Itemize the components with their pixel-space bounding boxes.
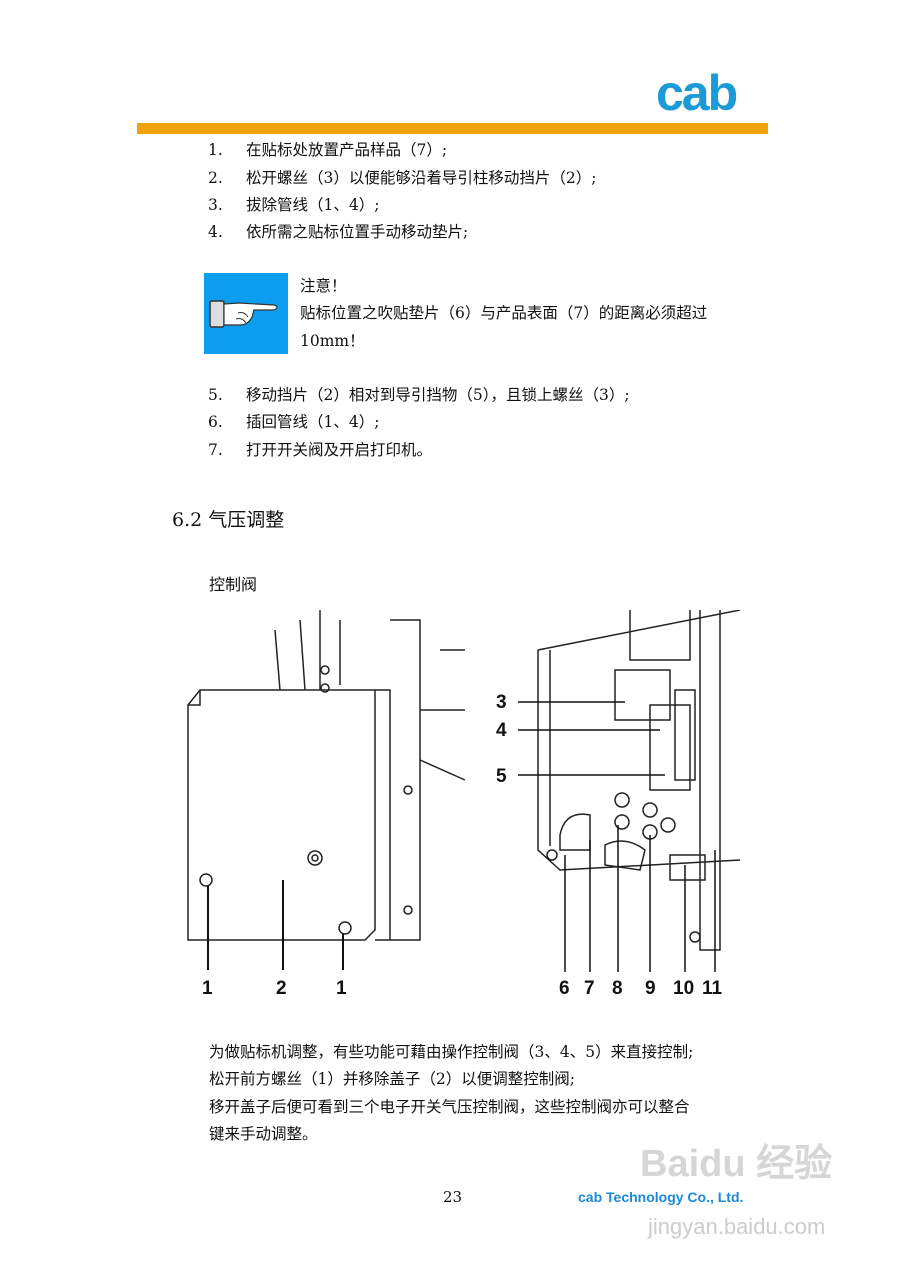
step-text: 移动挡片（2）相对到导引挡物（5），且锁上螺丝（3）; [246,386,630,404]
valve-figure: 3 4 5 6 7 8 9 10 11 [496,610,741,999]
section-heading: 6.2 气压调整 [172,509,285,531]
figure-label: 9 [645,978,656,999]
step-number: 6. [208,413,223,431]
figure-label: 1 [336,978,347,999]
figure-callout: 3 [496,692,507,713]
body-paragraph-line: 为做贴标机调整，有些功能可藉由操作控制阀（3、4、5）来直接控制; [209,1043,694,1061]
figure-label: 10 [673,978,694,999]
figure-label: 8 [612,978,623,999]
cover-figure: 1 2 1 [187,610,466,999]
figure-label: 7 [584,978,595,999]
pointing-hand-icon [204,273,288,354]
step-item: 3. 拔除管线（1、4）; [208,195,379,215]
footer-company: cab Technology Co., Ltd. [578,1189,744,1205]
figure-label: 2 [276,978,287,999]
step-number: 1. [208,141,223,159]
step-item: 5. 移动挡片（2）相对到导引挡物（5），且锁上螺丝（3）; [208,385,630,405]
page-number: 23 [443,1188,463,1206]
step-item: 6. 插回管线（1、4）; [208,412,379,432]
step-number: 5. [208,386,223,404]
step-text: 依所需之贴标位置手动移动垫片; [246,223,469,241]
step-text: 松开螺丝（3）以便能够沿着导引柱移动挡片（2）; [246,169,597,187]
body-paragraph-line: 松开前方螺丝（1）并移除盖子（2）以便调整控制阀; [209,1070,575,1088]
figure-label: 1 [202,978,213,999]
step-number: 7. [208,441,223,459]
step-item: 1. 在贴标处放置产品样品（7）; [208,140,447,160]
header-divider [137,123,768,134]
watermark-url: jingyan.baidu.com [648,1214,826,1239]
step-text: 插回管线（1、4）; [246,413,380,431]
cab-logo: cab [656,65,738,121]
step-item: 7. 打开开关阀及开启打印机。 [208,440,432,460]
figure-label: 6 [559,978,570,999]
subsection-heading: 控制阀 [209,575,258,594]
step-number: 4. [208,223,223,241]
figure-callout: 4 [496,720,507,741]
step-item: 4. 依所需之贴标位置手动移动垫片; [208,222,468,242]
figure-label: 11 [702,978,723,999]
step-text: 在贴标处放置产品样品（7）; [246,141,448,159]
note-text: 贴标位置之吹贴垫片（6）与产品表面（7）的距离必须超过 [300,304,708,322]
note-title: 注意！ [300,277,347,295]
step-text: 拔除管线（1、4）; [246,196,380,214]
watermark: Baidu 经验 [640,1143,833,1185]
step-number: 2. [208,169,223,187]
step-number: 3. [208,196,223,214]
step-text: 打开开关阀及开启打印机。 [246,441,433,459]
body-paragraph-line: 移开盖子后便可看到三个电子开关气压控制阀，这些控制阀亦可以整合 [209,1098,690,1116]
step-item: 2. 松开螺丝（3）以便能够沿着导引柱移动挡片（2）; [208,168,596,188]
body-paragraph-line: 键来手动调整。 [209,1125,318,1143]
figure-callout: 5 [496,766,507,787]
note-text: 10mm！ [300,332,365,350]
